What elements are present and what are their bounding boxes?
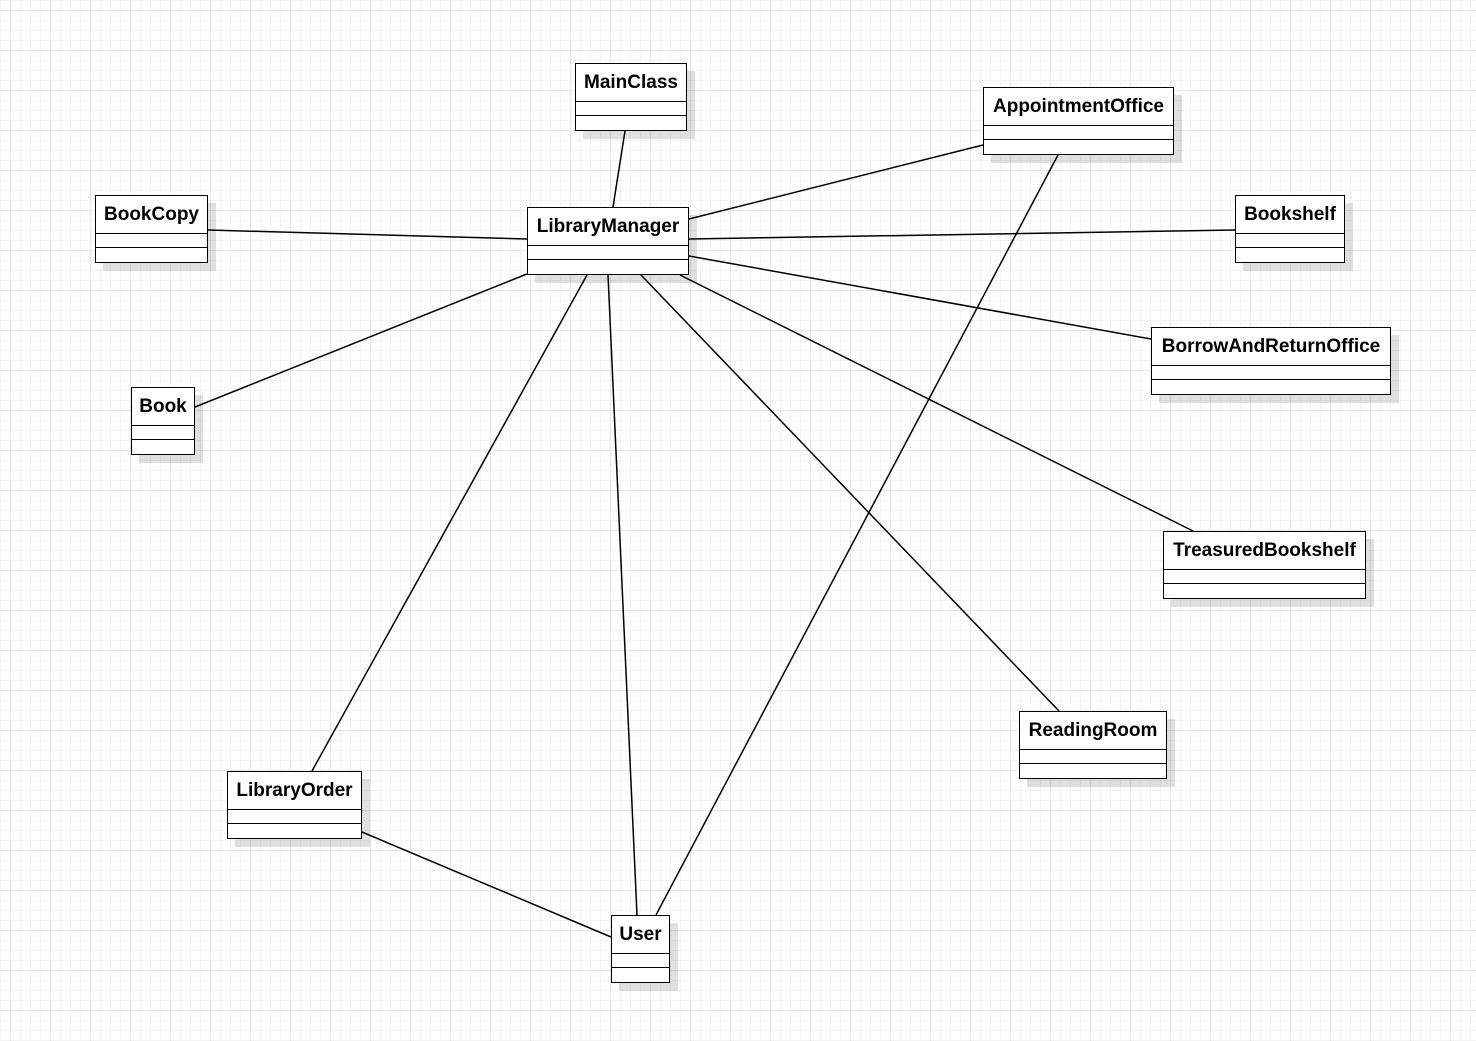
class-name[interactable]: User bbox=[612, 916, 669, 954]
class-methods-section[interactable] bbox=[1164, 584, 1365, 598]
edge-librarymanager-bookcopy[interactable] bbox=[207, 229, 528, 240]
class-attributes-section[interactable] bbox=[528, 246, 688, 260]
class-name[interactable]: BorrowAndReturnOffice bbox=[1152, 328, 1390, 366]
class-attributes-section[interactable] bbox=[96, 234, 207, 248]
class-attributes-section[interactable] bbox=[1020, 750, 1166, 764]
edge-librarymanager-appointmentoffice[interactable] bbox=[688, 144, 984, 220]
class-bookcopy[interactable]: BookCopy bbox=[95, 195, 208, 263]
class-methods-section[interactable] bbox=[576, 116, 686, 130]
class-attributes-section[interactable] bbox=[1236, 234, 1344, 248]
class-readingroom[interactable]: ReadingRoom bbox=[1019, 711, 1167, 779]
class-attributes-section[interactable] bbox=[1152, 366, 1390, 380]
class-name[interactable]: MainClass bbox=[576, 64, 686, 102]
class-attributes-section[interactable] bbox=[228, 810, 361, 824]
class-name[interactable]: ReadingRoom bbox=[1020, 712, 1166, 750]
class-methods-section[interactable] bbox=[132, 440, 194, 454]
class-methods-section[interactable] bbox=[1152, 380, 1390, 394]
class-name[interactable]: TreasuredBookshelf bbox=[1164, 532, 1365, 570]
class-attributes-section[interactable] bbox=[984, 126, 1173, 140]
class-name[interactable]: LibraryManager bbox=[528, 208, 688, 246]
class-name[interactable]: AppointmentOffice bbox=[984, 88, 1173, 126]
edge-librarymanager-readingroom[interactable] bbox=[640, 274, 1060, 712]
edge-librarymanager-bookshelf[interactable] bbox=[688, 229, 1236, 240]
edge-appointmentoffice-user[interactable] bbox=[655, 154, 1059, 916]
class-methods-section[interactable] bbox=[984, 140, 1173, 154]
class-mainclass[interactable]: MainClass bbox=[575, 63, 687, 131]
class-methods-section[interactable] bbox=[612, 968, 669, 982]
class-book[interactable]: Book bbox=[131, 387, 195, 455]
class-bookshelf[interactable]: Bookshelf bbox=[1235, 195, 1345, 263]
edge-librarymanager-book[interactable] bbox=[194, 273, 528, 408]
class-treasuredbookshelf[interactable]: TreasuredBookshelf bbox=[1163, 531, 1366, 599]
class-name[interactable]: Bookshelf bbox=[1236, 196, 1344, 234]
edge-librarymanager-treasuredbookshelf[interactable] bbox=[679, 274, 1194, 532]
class-name[interactable]: BookCopy bbox=[96, 196, 207, 234]
class-methods-section[interactable] bbox=[1020, 764, 1166, 778]
class-methods-section[interactable] bbox=[96, 248, 207, 262]
edge-libraryorder-user[interactable] bbox=[361, 831, 612, 938]
class-borrowandreturnoffice[interactable]: BorrowAndReturnOffice bbox=[1151, 327, 1391, 395]
edge-librarymanager-user[interactable] bbox=[607, 274, 638, 916]
class-user[interactable]: User bbox=[611, 915, 670, 983]
edge-mainclass-librarymanager[interactable] bbox=[612, 130, 626, 208]
class-name[interactable]: Book bbox=[132, 388, 194, 426]
class-attributes-section[interactable] bbox=[1164, 570, 1365, 584]
class-attributes-section[interactable] bbox=[132, 426, 194, 440]
class-attributes-section[interactable] bbox=[576, 102, 686, 116]
class-methods-section[interactable] bbox=[228, 824, 361, 838]
edge-librarymanager-borrowandreturnoffice[interactable] bbox=[688, 255, 1152, 340]
class-methods-section[interactable] bbox=[528, 260, 688, 274]
edge-librarymanager-libraryorder[interactable] bbox=[311, 274, 588, 772]
class-appointmentoffice[interactable]: AppointmentOffice bbox=[983, 87, 1174, 155]
class-name[interactable]: LibraryOrder bbox=[228, 772, 361, 810]
class-methods-section[interactable] bbox=[1236, 248, 1344, 262]
class-librarymanager[interactable]: LibraryManager bbox=[527, 207, 689, 275]
class-attributes-section[interactable] bbox=[612, 954, 669, 968]
class-libraryorder[interactable]: LibraryOrder bbox=[227, 771, 362, 839]
